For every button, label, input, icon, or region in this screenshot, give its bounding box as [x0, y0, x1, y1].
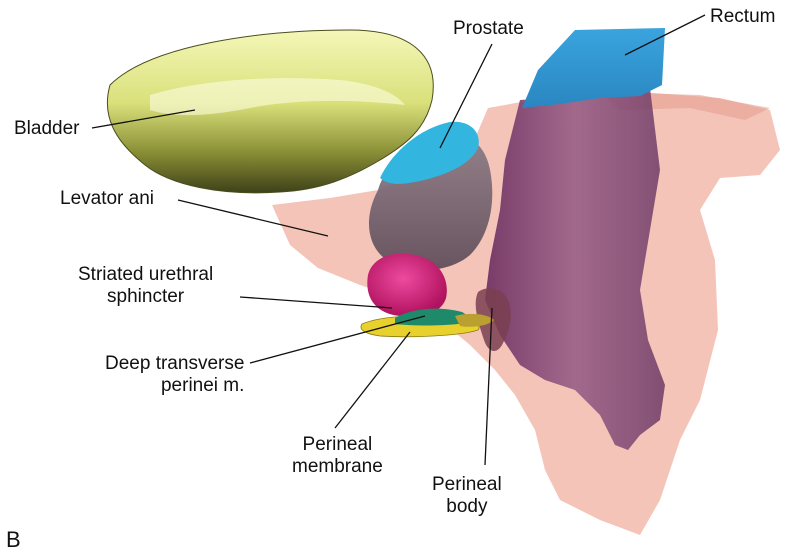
- label-levator-ani: Levator ani: [60, 188, 154, 210]
- leader-perineal-membrane: [335, 332, 410, 428]
- label-perineal-body: Perineal body: [432, 474, 502, 518]
- leader-sphincter: [240, 297, 392, 308]
- panel-letter: B: [6, 527, 21, 553]
- leader-deep-transverse: [250, 316, 425, 363]
- label-perineal-membrane: Perineal membrane: [292, 434, 383, 478]
- label-deep-transverse-perinei: Deep transverse perinei m.: [105, 353, 244, 397]
- label-prostate: Prostate: [453, 18, 524, 40]
- label-rectum: Rectum: [710, 6, 775, 28]
- label-bladder: Bladder: [14, 118, 80, 140]
- label-striated-urethral-sphincter: Striated urethral sphincter: [78, 264, 213, 308]
